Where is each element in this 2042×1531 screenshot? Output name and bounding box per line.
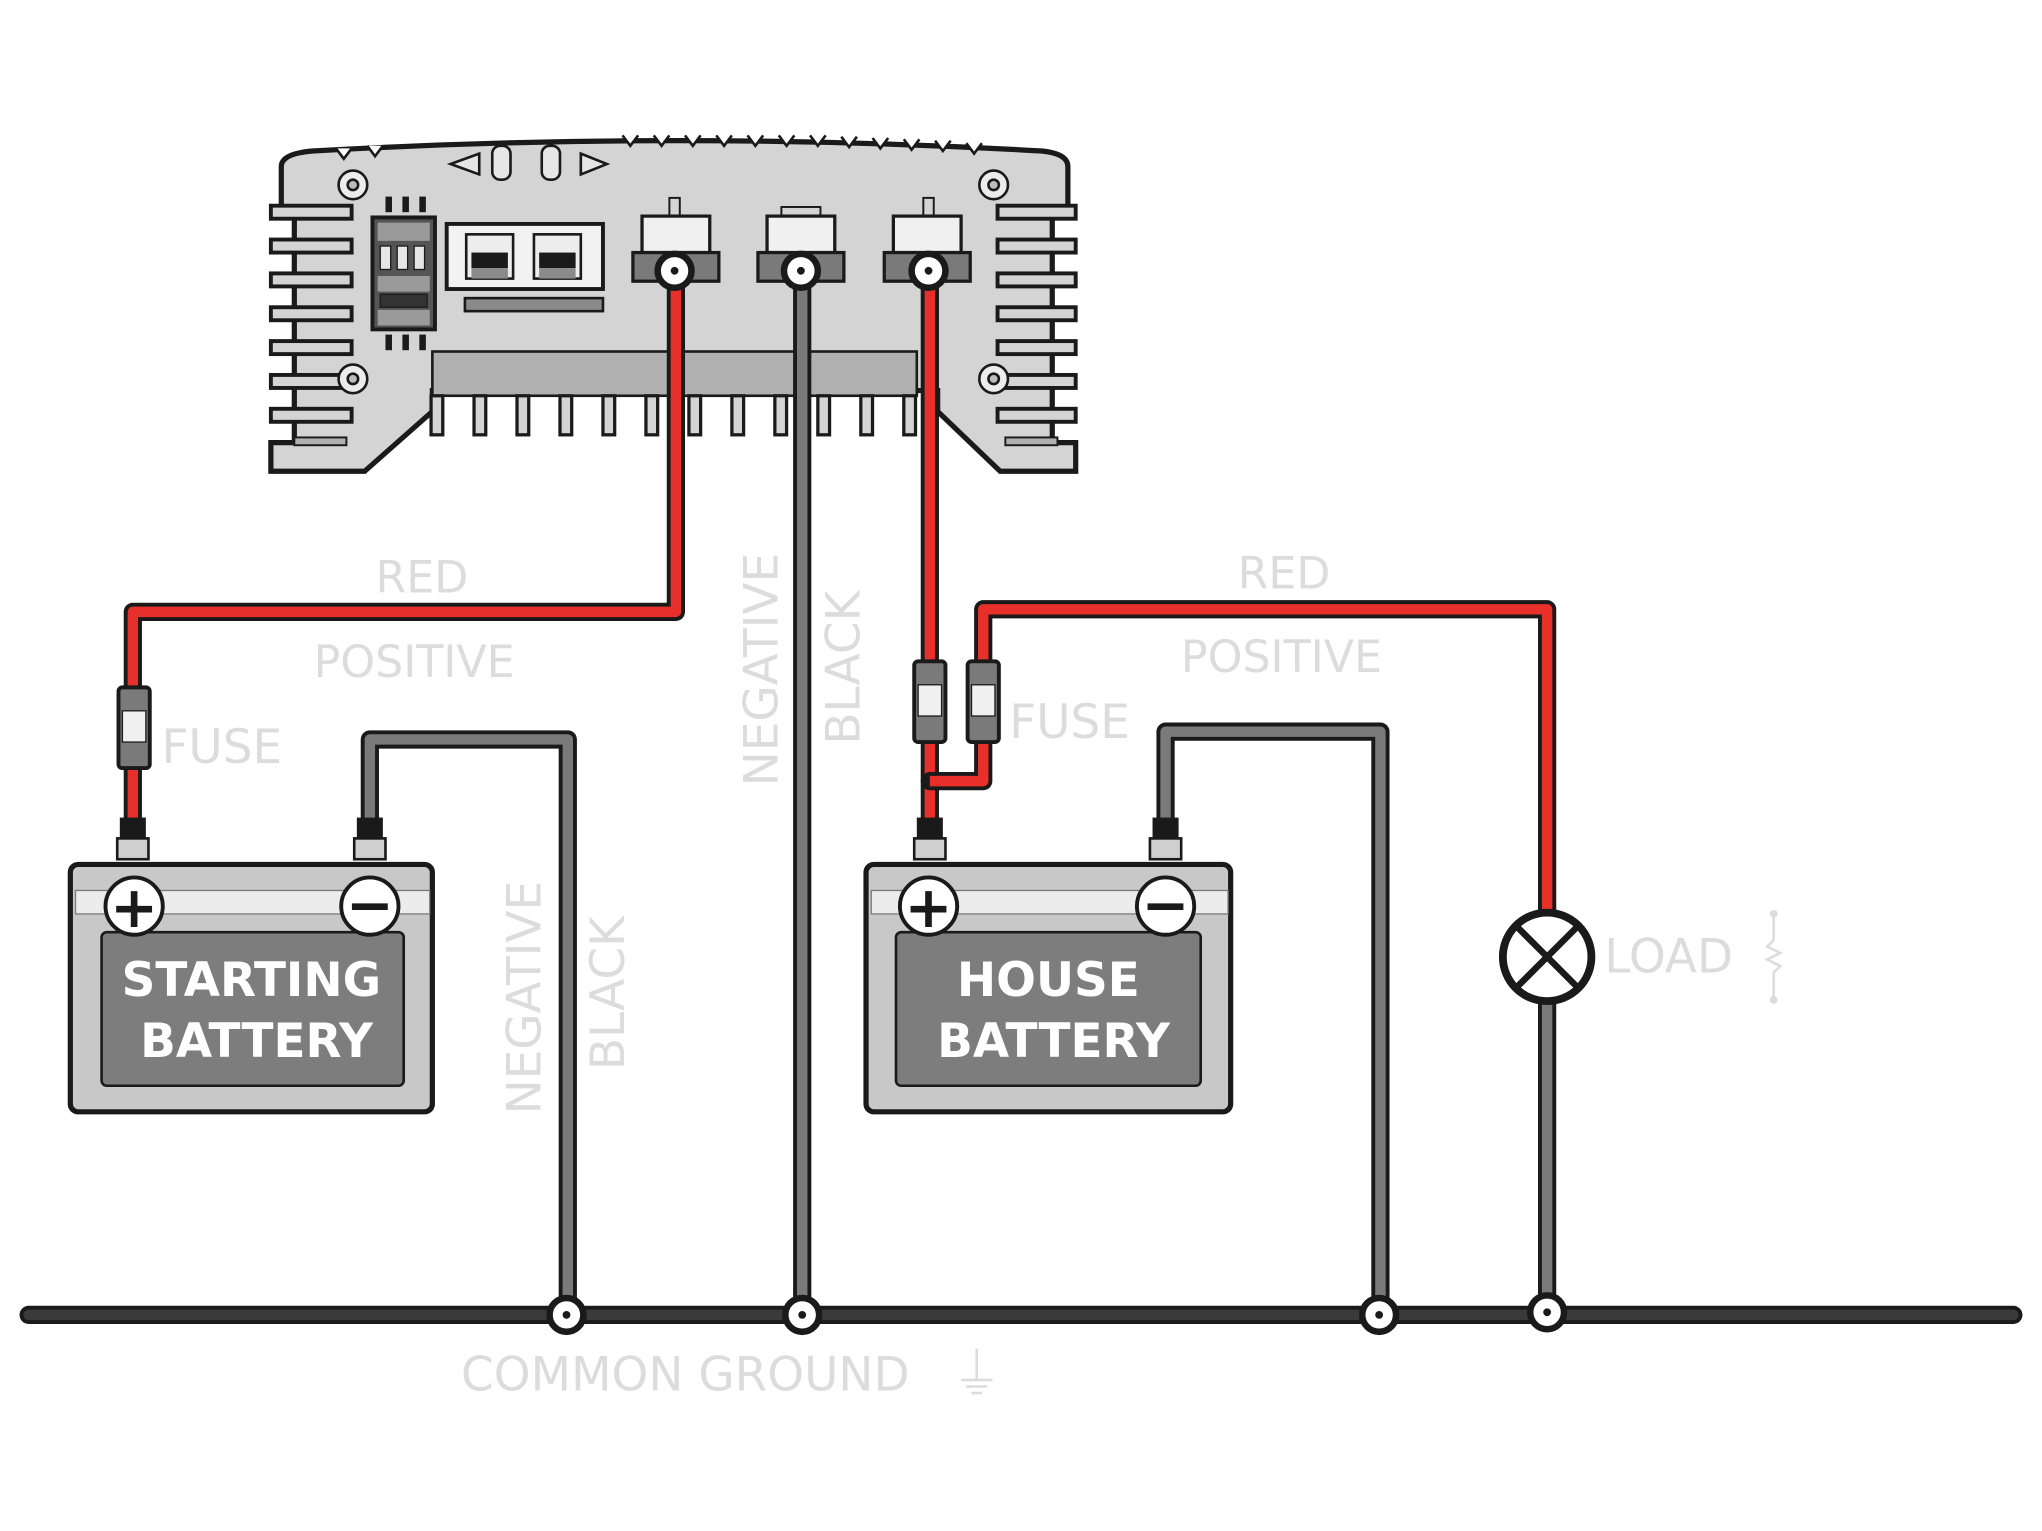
terminal-positive-out: [882, 196, 972, 291]
minus-symbol: −: [1142, 871, 1190, 938]
ground-symbol-icon: [961, 1348, 993, 1395]
screw-icons: [337, 169, 1010, 395]
starting-battery: + − STARTING BATTERY: [67, 817, 435, 1115]
ground-lug-icon: [782, 1294, 823, 1336]
house-battery-label-line1: HOUSE: [957, 953, 1140, 1008]
rj-port-panel: [444, 221, 605, 313]
fuse-icon-house: [912, 659, 948, 745]
resistor-icon: [1764, 910, 1784, 1004]
right-red-label: RED: [1238, 548, 1331, 599]
fuse-icon-starting: [116, 685, 152, 771]
terminal-negative: [756, 206, 846, 291]
right-fuse-label: FUSE: [1009, 695, 1130, 750]
house-negative-wire: [1156, 722, 1390, 1322]
right-positive-label: POSITIVE: [1181, 632, 1382, 683]
common-ground-label: COMMON GROUND: [461, 1347, 910, 1402]
switch-block: [370, 196, 437, 351]
left-negative-label: NEGATIVE: [497, 881, 552, 1114]
minus-terminal-icon: [339, 875, 401, 937]
device-slot-marks: [446, 144, 611, 181]
load-label: LOAD: [1604, 930, 1733, 985]
ground-lug-icon: [1358, 1294, 1400, 1336]
device-top-ridges: [334, 134, 983, 161]
minus-terminal-icon: [1134, 875, 1197, 937]
terminal-positive-in: [631, 196, 721, 291]
ground-lugs: [546, 1292, 1568, 1336]
device-bottom-fins: [429, 394, 918, 437]
plus-terminal-icon: [897, 875, 960, 937]
starting-battery-label-line2: BATTERY: [140, 1014, 374, 1069]
left-black-label: BLACK: [581, 915, 636, 1070]
center-black-label: BLACK: [817, 589, 872, 744]
device-terminals: [631, 196, 972, 291]
load-lamp-icon: [1498, 908, 1596, 1006]
starting-battery-label-line1: STARTING: [122, 953, 381, 1008]
plus-symbol: +: [110, 874, 158, 941]
plus-terminal-icon: [103, 875, 165, 937]
plus-symbol: +: [905, 874, 953, 941]
ground-lug-icon: [546, 1294, 587, 1336]
minus-symbol: −: [346, 871, 394, 938]
center-negative-label: NEGATIVE: [734, 553, 789, 786]
house-battery-label-line2: BATTERY: [937, 1014, 1171, 1069]
device-fins-left: [268, 203, 354, 424]
device-fins-right: [995, 203, 1078, 424]
left-fuse-label: FUSE: [161, 720, 282, 775]
left-positive-label: POSITIVE: [314, 637, 515, 688]
house-battery: + − HOUSE BATTERY: [863, 817, 1234, 1115]
fuse-icon-load: [965, 659, 1001, 745]
load-positive-wire: [920, 600, 1557, 921]
ground-lug-icon: [1526, 1292, 1568, 1333]
left-red-label: RED: [376, 552, 469, 603]
starting-negative-wire: [360, 730, 577, 1322]
